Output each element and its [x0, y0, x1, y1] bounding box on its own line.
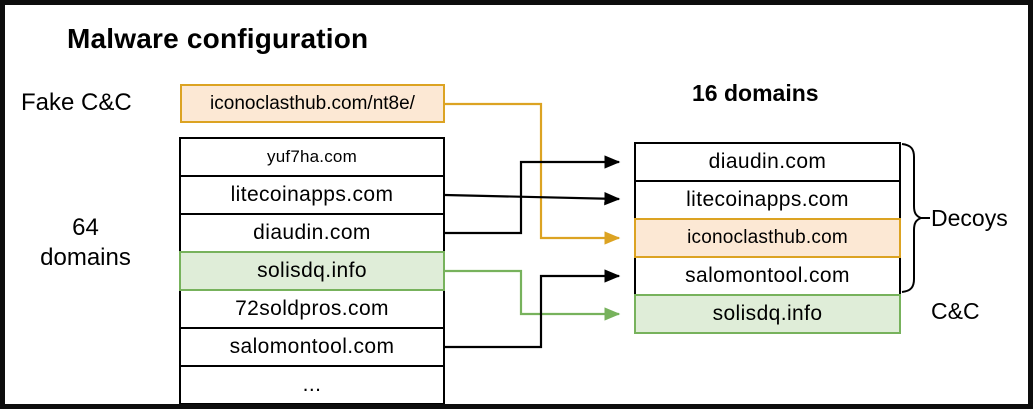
list-item-cc-highlight: solisdq.info — [634, 294, 901, 334]
cc-label: C&C — [931, 298, 980, 324]
domain-text: solisdq.info — [257, 259, 367, 282]
domain-text: salomontool.com — [685, 264, 850, 287]
domain-text: salomontool.com — [229, 335, 395, 358]
diagram-title: Malware configuration — [67, 23, 369, 54]
domain-text: yuf7ha.com — [267, 147, 357, 166]
list-item: salomontool.com — [634, 256, 901, 296]
domain-text: 72soldpros.com — [235, 297, 389, 320]
connector-solisdq — [445, 269, 621, 321]
connector-salomontool — [445, 269, 621, 349]
list-item: yuf7ha.com — [179, 137, 445, 177]
connector-diaudin — [445, 155, 621, 235]
connector-litecoinapps — [444, 191, 621, 206]
left-count-number: 64 — [72, 214, 99, 241]
curly-brace — [901, 143, 924, 293]
list-item-fakecc-highlight: iconoclasthub.com — [634, 218, 901, 258]
right-count-label: 16 domains — [692, 80, 819, 106]
left-count-word: domains — [40, 244, 131, 271]
list-item: diaudin.com — [179, 213, 445, 253]
list-item-ellipsis: ... — [179, 365, 445, 404]
fake-cc-domain-box: iconoclasthub.com/nt8e/ — [180, 84, 445, 123]
left-count-label: 64 domains — [23, 213, 148, 273]
domain-text: litecoinapps.com — [686, 188, 849, 211]
domain-text: diaudin.com — [253, 221, 371, 244]
list-item: litecoinapps.com — [634, 180, 901, 220]
fake-cc-domain-text: iconoclasthub.com/nt8e/ — [210, 92, 415, 114]
list-item: litecoinapps.com — [179, 175, 445, 215]
domain-list-64: yuf7ha.com litecoinapps.com diaudin.com … — [179, 137, 445, 404]
list-item: salomontool.com — [179, 327, 445, 367]
connector-fakecc-to-iconoclasthub — [445, 102, 621, 245]
decoys-label: Decoys — [931, 205, 1008, 231]
domain-text: iconoclasthub.com — [687, 227, 848, 248]
fake-cc-label: Fake C&C — [21, 89, 132, 116]
list-item: diaudin.com — [634, 142, 901, 182]
list-item: 72soldpros.com — [179, 289, 445, 329]
domain-list-16: diaudin.com litecoinapps.com iconoclasth… — [634, 142, 901, 334]
ellipsis-text: ... — [302, 373, 322, 396]
domain-text: litecoinapps.com — [230, 183, 394, 206]
list-item-cc-highlight: solisdq.info — [179, 251, 445, 291]
domain-text: solisdq.info — [712, 302, 823, 325]
domain-text: diaudin.com — [708, 150, 827, 173]
